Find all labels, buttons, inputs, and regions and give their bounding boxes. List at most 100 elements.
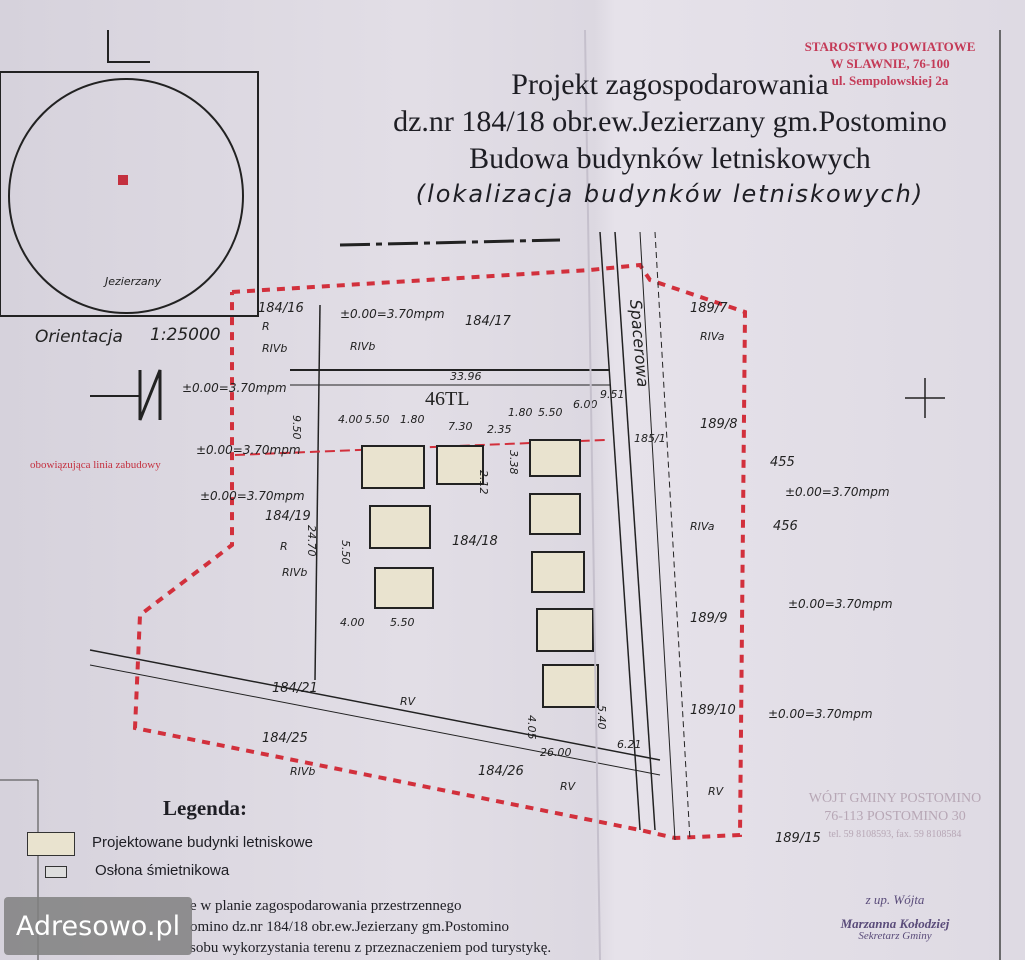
signature-line: z up. Wójta: [865, 892, 925, 907]
dimension: 5.50: [390, 616, 415, 629]
stamp-line: STAROSTWO POWIATOWE: [804, 39, 976, 54]
dimension: 5.50: [365, 413, 390, 426]
soil-class: RIVb: [262, 342, 287, 355]
note-line: e w planie zagospodarowania przestrzenne…: [190, 898, 462, 914]
legend-bin-swatch: [45, 866, 67, 878]
parcel-label: 189/15: [775, 831, 821, 846]
dimension: 9.50: [290, 415, 303, 440]
note-line: omino dz.nr 184/18 obr.ew.Jezierzany gm.…: [190, 919, 509, 935]
orientation-label: Orientacja: [35, 327, 123, 347]
legend-item: Osłona śmietnikowa: [95, 862, 230, 879]
building: [361, 445, 425, 489]
dimension: 4.05: [525, 715, 538, 740]
stamp-wojt: WÓJT GMINY POSTOMINO 76-113 POSTOMINO 30…: [790, 790, 1000, 844]
legend-building-swatch: [27, 832, 75, 856]
building-line-label: obowiązująca linia zabudowy: [30, 459, 161, 471]
dimension: 6.21: [617, 738, 642, 751]
building: [529, 439, 581, 477]
watermark: Adresowo.pl: [4, 897, 192, 955]
orientation-place: Jezierzany: [103, 275, 162, 288]
stamp-line: 76-113 POSTOMINO 30: [824, 809, 966, 824]
stamp-line: W SLAWNIE, 76-100: [830, 56, 950, 71]
dimension: 6.00: [573, 398, 598, 411]
soil-class: R: [262, 320, 270, 333]
dimension: 4.00: [338, 413, 363, 426]
dimension: 24.70: [305, 525, 318, 557]
dimension: 9.51: [600, 388, 625, 401]
dimension: 3.38: [507, 450, 520, 475]
parcel-label: 184/26: [478, 764, 524, 779]
title-line-4: (lokalizacja budynków letniskowych): [415, 180, 925, 208]
stamp-line: WÓJT GMINY POSTOMINO: [808, 791, 982, 806]
dimension: 1.80: [508, 406, 533, 419]
elevation-mark: ±0.00=3.70mpm: [340, 307, 445, 321]
dimension: 5.50: [538, 406, 563, 419]
elevation-mark: ±0.00=3.70mpm: [182, 381, 287, 395]
orientation-circle: [8, 78, 244, 314]
building: [436, 445, 484, 485]
soil-class: R: [280, 540, 288, 553]
parcel-label: 184/19: [265, 509, 311, 524]
dimension: 5.50: [339, 540, 352, 565]
dimension: 2.35: [487, 423, 512, 436]
parcel-label: 184/21: [272, 681, 318, 696]
building: [529, 493, 581, 535]
building: [369, 505, 431, 549]
elevation-mark: ±0.00=3.70mpm: [788, 597, 893, 611]
orientation-frame: [0, 71, 259, 317]
soil-class: RV: [708, 785, 725, 798]
dimension: 33.96: [450, 370, 482, 383]
parcel-label: 455: [770, 455, 795, 470]
dimension: 7.30: [448, 420, 473, 433]
location-marker: [118, 175, 128, 185]
dimension: 2.12: [477, 470, 490, 495]
soil-class: RV: [560, 780, 577, 793]
zone-label: 46TL: [425, 388, 469, 410]
parcel-label: 189/8: [700, 417, 737, 432]
soil-class: RIVb: [282, 566, 307, 579]
building: [542, 664, 599, 708]
stamp-line: ul. Sempolowskiej 2a: [831, 73, 949, 88]
soil-class: RIVb: [290, 765, 315, 778]
stamp-line: tel. 59 8108593, fax. 59 8108584: [828, 829, 962, 840]
elevation-mark: ±0.00=3.70mpm: [785, 485, 890, 499]
parcel-label: 184/25: [262, 731, 308, 746]
elevation-mark: ±0.00=3.70mpm: [768, 707, 873, 721]
dimension: 26.00: [540, 746, 572, 759]
building: [536, 608, 594, 652]
stamp-starostwo: STAROSTWO POWIATOWE W SLAWNIE, 76-100 ul…: [800, 38, 980, 89]
dimension: 5.40: [595, 705, 608, 730]
parcel-label: 184/17: [465, 314, 511, 329]
legend-item: Projektowane budynki letniskowe: [92, 834, 313, 851]
title-line-3: Budowa budynków letniskowych: [469, 142, 871, 175]
north-mark: [107, 30, 150, 63]
dimension: 4.00: [340, 616, 365, 629]
elevation-mark: ±0.00=3.70mpm: [196, 443, 301, 457]
parcel-label: 456: [773, 519, 798, 534]
parcel-label: 189/7: [690, 301, 728, 316]
parcel-label: 184/18: [452, 534, 498, 549]
building: [374, 567, 434, 609]
dimension: 1.80: [400, 413, 425, 426]
parcel-boundary: [132, 262, 748, 841]
signature-role: Sekretarz Gminy: [858, 930, 932, 942]
elevation-mark: ±0.00=3.70mpm: [200, 489, 305, 503]
parcel-label: 189/10: [690, 703, 736, 718]
road-name: Spacerowa: [626, 299, 653, 388]
soil-class: RIVa: [700, 330, 725, 343]
north-arrow-icon: [138, 369, 162, 421]
soil-class: RV: [400, 695, 417, 708]
buildings: [361, 439, 599, 708]
title-line-1: Projekt zagospodarowania: [511, 68, 829, 101]
signature-name: Marzanna Kołodziej: [840, 916, 950, 931]
parcel-label: 189/9: [690, 611, 727, 626]
title-line-2: dz.nr 184/18 obr.ew.Jezierzany gm.Postom…: [393, 105, 947, 138]
parcel-label: 184/16: [258, 301, 304, 316]
note-line: sobu wykorzystania terenu z przeznaczeni…: [190, 940, 552, 956]
soil-class: RIVb: [350, 340, 375, 353]
parcel-label: 185/1: [634, 432, 666, 445]
building: [531, 551, 585, 593]
orientation-scale: 1:25000: [150, 325, 221, 345]
